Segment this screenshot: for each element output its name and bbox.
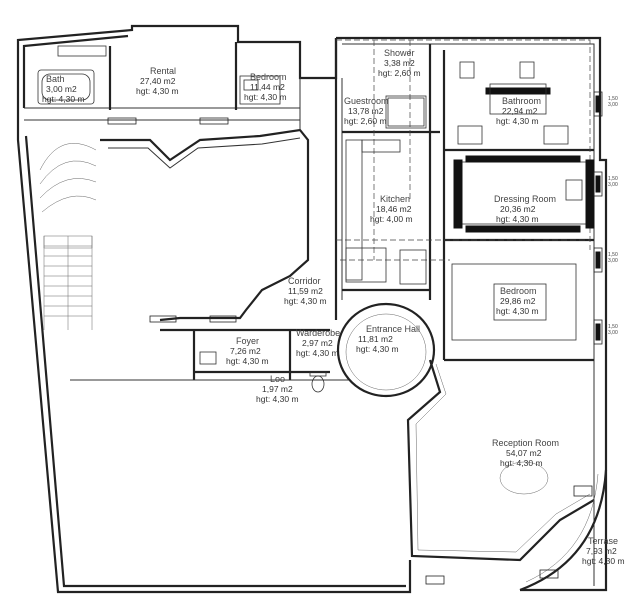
svg-text:Kitchen: Kitchen [380, 194, 410, 204]
svg-text:Foyer: Foyer [236, 336, 259, 346]
svg-text:11,59 m2: 11,59 m2 [288, 286, 323, 296]
svg-text:Loo: Loo [270, 374, 285, 384]
svg-text:hgt: 4,30 m: hgt: 4,30 m [244, 92, 287, 102]
svg-text:54,07 m2: 54,07 m2 [506, 448, 542, 458]
svg-text:Guestroom: Guestroom [344, 96, 389, 106]
svg-text:hgt: 4,30 m: hgt: 4,30 m [582, 556, 625, 566]
svg-text:1,97 m2: 1,97 m2 [262, 384, 293, 394]
svg-text:22,94 m2: 22,94 m2 [502, 106, 538, 116]
room-label-bedroom-1: Bedroom 11,44 m2 hgt: 4,30 m [244, 72, 287, 102]
windows [107, 91, 603, 585]
svg-text:hgt: 4,30 m: hgt: 4,30 m [496, 306, 539, 316]
svg-text:hgt: 4,30 m: hgt: 4,30 m [296, 348, 339, 358]
room-label-bedroom-2: Bedroom 29,86 m2 hgt: 4,30 m [496, 286, 539, 316]
outer-walls [16, 24, 608, 594]
svg-text:Bathroom: Bathroom [502, 96, 541, 106]
svg-text:7,93 m2: 7,93 m2 [586, 546, 617, 556]
svg-text:11,44 m2: 11,44 m2 [250, 82, 285, 92]
svg-text:27,40 m2: 27,40 m2 [140, 76, 176, 86]
svg-text:hgt: 4,30 m: hgt: 4,30 m [496, 116, 539, 126]
svg-text:hgt: 4,30 m: hgt: 4,30 m [356, 344, 399, 354]
svg-text:7,26 m2: 7,26 m2 [230, 346, 261, 356]
room-label-corridor: Corridor 11,59 m2 hgt: 4,30 m [284, 276, 327, 306]
room-label-reception-room: Reception Room 54,07 m2 hgt: 4,30 m [492, 438, 559, 468]
svg-text:Bedroom: Bedroom [500, 286, 537, 296]
room-label-rental: Rental 27,40 m2 hgt: 4,30 m [136, 66, 179, 96]
svg-text:Warderobe: Warderobe [296, 328, 340, 338]
svg-text:13,78 m2: 13,78 m2 [348, 106, 384, 116]
svg-text:hgt: 4,30 m: hgt: 4,30 m [42, 94, 85, 104]
svg-text:Entrance Hall: Entrance Hall [366, 324, 420, 334]
svg-text:2,97 m2: 2,97 m2 [302, 338, 333, 348]
svg-text:3,38 m2: 3,38 m2 [384, 58, 415, 68]
room-label-entrance-hall: Entrance Hall 11,81 m2 hgt: 4,30 m [356, 324, 420, 354]
svg-text:Reception Room: Reception Room [492, 438, 559, 448]
svg-text:11,81 m2: 11,81 m2 [358, 334, 393, 344]
svg-text:Terrase: Terrase [588, 536, 618, 546]
room-label-warderobe: Warderobe 2,97 m2 hgt: 4,30 m [296, 328, 340, 358]
room-label-shower: Shower 3,38 m2 hgt: 2,60 m [378, 48, 421, 78]
svg-text:18,46 m2: 18,46 m2 [376, 204, 412, 214]
svg-text:Rental: Rental [150, 66, 176, 76]
svg-text:Dressing Room: Dressing Room [494, 194, 556, 204]
svg-text:hgt: 4,30 m: hgt: 4,30 m [496, 214, 539, 224]
room-label-dressing-room: Dressing Room 20,36 m2 hgt: 4,30 m [494, 194, 556, 224]
svg-text:hgt: 4,00 m: hgt: 4,00 m [370, 214, 413, 224]
room-label-kitchen: Kitchen 18,46 m2 hgt: 4,00 m [370, 194, 413, 224]
svg-text:Bedroom: Bedroom [250, 72, 287, 82]
svg-text:29,86 m2: 29,86 m2 [500, 296, 536, 306]
svg-text:hgt: 4,30 m: hgt: 4,30 m [226, 356, 269, 366]
room-label-bath: Bath 3,00 m2 hgt: 4,30 m [42, 74, 85, 104]
room-label-guestroom: Guestroom 13,78 m2 hgt: 2,60 m [344, 96, 389, 126]
room-label-loo: Loo 1,97 m2 hgt: 4,30 m [256, 374, 299, 404]
room-label-bathroom: Bathroom 22,94 m2 hgt: 4,30 m [496, 96, 541, 126]
svg-text:Shower: Shower [384, 48, 415, 58]
svg-text:hgt: 4,30 m: hgt: 4,30 m [500, 458, 543, 468]
svg-text:Corridor: Corridor [288, 276, 321, 286]
stairs [39, 143, 97, 317]
dashed-lines [336, 39, 591, 261]
svg-text:hgt: 4,30 m: hgt: 4,30 m [136, 86, 179, 96]
svg-text:hgt: 2,60 m: hgt: 2,60 m [344, 116, 387, 126]
svg-text:hgt: 4,30 m: hgt: 4,30 m [256, 394, 299, 404]
fixtures [37, 45, 595, 393]
room-label-foyer: Foyer 7,26 m2 hgt: 4,30 m [226, 336, 269, 366]
svg-text:3,00 m2: 3,00 m2 [46, 84, 77, 94]
svg-text:hgt: 2,60 m: hgt: 2,60 m [378, 68, 421, 78]
svg-text:Bath: Bath [46, 74, 65, 84]
room-labels: Bath 3,00 m2 hgt: 4,30 m Rental 27,40 m2… [42, 48, 625, 566]
internal-walls [24, 38, 595, 562]
svg-text:hgt: 4,30 m: hgt: 4,30 m [284, 296, 327, 306]
room-label-terrase: Terrase 7,93 m2 hgt: 4,30 m [582, 536, 625, 566]
svg-text:20,36 m2: 20,36 m2 [500, 204, 536, 214]
